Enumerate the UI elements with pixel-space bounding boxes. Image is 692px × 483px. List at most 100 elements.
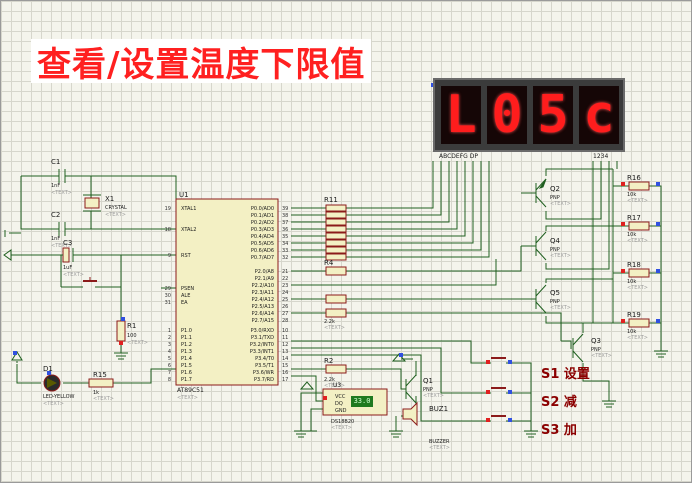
q5-text: <TEXT> (550, 305, 571, 311)
pin-number: 2 (168, 335, 171, 341)
c2-text: <TEXT> (51, 243, 72, 249)
pin-number: 30 (165, 293, 171, 299)
pin-number: 7 (168, 370, 171, 376)
capacitor-c3 (61, 247, 79, 263)
q4-text: <TEXT> (550, 253, 571, 259)
q3-text: <TEXT> (591, 353, 612, 359)
pin-number: 15 (282, 363, 288, 369)
pin-name: P0.0/AD0 (251, 206, 274, 212)
pin-number: 14 (282, 356, 288, 362)
reset-pushbutton (71, 277, 106, 288)
mcu-part: AT89C51 (177, 387, 204, 394)
mcu-text: <TEXT> (177, 395, 198, 401)
digit-1: L (441, 86, 481, 144)
pin-name: P2.6/A14 (252, 311, 274, 317)
u3-ref: U3 (333, 382, 341, 389)
r1-text: <TEXT> (127, 340, 148, 346)
pin-number: 3 (168, 342, 171, 348)
r1-ref: R1 (127, 322, 136, 330)
r16-text: <TEXT> (627, 198, 648, 204)
c3-ref: C3 (63, 239, 72, 247)
r15-value: 1k (93, 390, 99, 396)
pin-name: P1.4 (181, 356, 192, 362)
r18-text: <TEXT> (627, 285, 648, 291)
pin-name: P1.0 (181, 328, 192, 334)
digit-4-char: c (583, 85, 615, 145)
u3-pin-gnd: GND (335, 408, 347, 414)
pin-number: 27 (282, 311, 288, 317)
q3-value: PNP (591, 347, 601, 353)
pin-number: 22 (282, 276, 288, 282)
pin-number: 8 (168, 377, 171, 383)
pin-name: P0.6/AD6 (251, 248, 274, 254)
pin-name: P0.7/AD7 (251, 255, 274, 261)
transistors (405, 178, 584, 404)
r15-ref: R15 (93, 371, 107, 379)
r2-value: 2.2k (324, 377, 335, 383)
pin-number: 23 (282, 283, 288, 289)
x1-ref: X1 (105, 195, 114, 203)
capacitor-c1 (51, 169, 73, 183)
ds18b20-reading[interactable]: 33.0 (351, 396, 373, 407)
pin-name: P3.2/INT0 (250, 342, 274, 348)
d1-value: LED-YELLOW (43, 394, 75, 400)
pin-number: 10 (282, 328, 288, 334)
pin-name: P3.1/TXD (251, 335, 274, 341)
pin-number: 25 (282, 297, 288, 303)
button-s3-label[interactable]: S3 加 (541, 423, 577, 438)
pin-number: 28 (282, 318, 288, 324)
ground-symbols (114, 350, 668, 438)
pin-name: ALE (181, 293, 190, 299)
digit-1-char: L (445, 85, 477, 145)
digit-2: 0 (487, 86, 527, 144)
pin-number: 16 (282, 370, 288, 376)
pin-name: PSEN (181, 286, 194, 292)
pin-name: P0.5/AD5 (251, 241, 274, 247)
pin-number: 36 (282, 227, 288, 233)
c2-value: 1nF (51, 236, 60, 242)
pin-name: XTAL1 (181, 206, 196, 212)
pin-number: 5 (168, 356, 171, 362)
x1-value: CRYSTAL (105, 205, 127, 211)
r16-value: 10k (627, 192, 636, 198)
pin-name: P0.4/AD4 (251, 234, 274, 240)
r19-ref: R19 (627, 311, 641, 319)
pin-number: 11 (282, 335, 288, 341)
pin-number: 13 (282, 349, 288, 355)
r16-ref: R16 (627, 174, 641, 182)
q2-value: PNP (550, 195, 560, 201)
pin-name: P0.2/AD2 (251, 220, 274, 226)
pin-name: RST (181, 253, 192, 259)
pin-number: 4 (168, 349, 171, 355)
c2-ref: C2 (51, 211, 60, 219)
q5-value: PNP (550, 299, 560, 305)
pin-name: P0.3/AD3 (251, 227, 274, 233)
pin-name: EA (181, 300, 188, 306)
c3-text: <TEXT> (63, 272, 84, 278)
pin-number: 31 (165, 300, 171, 306)
pin-name: P3.7/RD (254, 377, 274, 383)
pushbuttons (486, 357, 511, 422)
button-s1-label[interactable]: S1 设置 (541, 367, 590, 382)
pin-number: 19 (165, 206, 171, 212)
digit-2-char: 0 (491, 85, 523, 145)
pin-name: P1.3 (181, 349, 192, 355)
r19-value: 10k (627, 329, 636, 335)
pin-name: P3.4/T0 (255, 356, 274, 362)
r4-ref: R4 (324, 259, 334, 267)
r15-text: <TEXT> (93, 396, 114, 402)
pin-name: P2.5/A13 (252, 304, 274, 310)
mcu-ref: U1 (179, 191, 189, 199)
power-symbols (3, 230, 407, 390)
r2-text: <TEXT> (324, 383, 345, 389)
transistor-q5 (535, 284, 547, 314)
mcu-body (175, 198, 279, 386)
pin-number: 21 (282, 269, 288, 275)
transistor-q4 (535, 231, 547, 261)
q1-value: PNP (423, 387, 433, 393)
q1-text: <TEXT> (423, 393, 444, 399)
r1-value: 100 (127, 333, 137, 339)
button-s2-label[interactable]: S2 减 (541, 395, 577, 410)
pin-name: P1.1 (181, 335, 192, 341)
